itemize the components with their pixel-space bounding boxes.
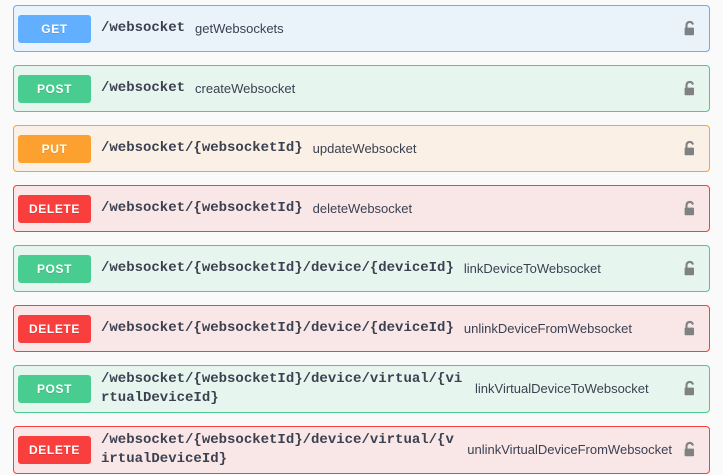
- authorization-button[interactable]: [680, 379, 700, 399]
- operation-description: getWebsockets: [195, 20, 284, 36]
- operation-summary[interactable]: POST /websocket createWebsocket: [14, 66, 709, 111]
- operation-path: /websocket/{websocketId}/device/virtual/…: [101, 371, 463, 406]
- operation-summary[interactable]: DELETE /websocket/{websocketId}/device/{…: [14, 306, 709, 351]
- http-method-badge: DELETE: [18, 314, 91, 343]
- unlocked-padlock-icon: [680, 79, 700, 99]
- operation-description: unlinkVirtualDeviceFromWebsocket: [467, 441, 672, 457]
- operation-description: linkDeviceToWebsocket: [463, 260, 601, 276]
- http-method-badge: GET: [18, 14, 91, 43]
- operation-summary[interactable]: DELETE /websocket/{websocketId} deleteWe…: [14, 186, 709, 231]
- unlocked-padlock-icon: [680, 319, 700, 339]
- operation-path: /websocket/{websocketId}: [101, 140, 303, 157]
- operation-description: unlinkDeviceFromWebsocket: [463, 320, 632, 336]
- operation-path: /websocket/{websocketId}/device/{deviceI…: [101, 260, 454, 277]
- operation-path: /websocket/{websocketId}/device/virtual/…: [101, 431, 454, 467]
- operation-description: linkVirtualDeviceToWebsocket: [475, 381, 649, 397]
- operation-block-post-1[interactable]: POST /websocket createWebsocket: [13, 65, 710, 112]
- operation-block-delete-5[interactable]: DELETE /websocket/{websocketId}/device/{…: [13, 305, 710, 352]
- http-method-badge: POST: [18, 74, 91, 103]
- operation-block-post-4[interactable]: POST /websocket/{websocketId}/device/{de…: [13, 245, 710, 292]
- operation-path: /websocket/{websocketId}/device/{deviceI…: [101, 320, 454, 337]
- authorization-button[interactable]: [680, 139, 700, 159]
- http-method-badge: DELETE: [18, 194, 91, 223]
- http-method-badge: DELETE: [18, 435, 91, 464]
- operation-summary[interactable]: POST /websocket/{websocketId}/device/vir…: [14, 366, 709, 412]
- unlocked-padlock-icon: [680, 379, 700, 399]
- http-method-badge: POST: [18, 374, 91, 403]
- operation-block-get-0[interactable]: GET /websocket getWebsockets: [13, 5, 710, 52]
- operation-block-delete-3[interactable]: DELETE /websocket/{websocketId} deleteWe…: [13, 185, 710, 232]
- operation-path: /websocket: [101, 20, 186, 37]
- unlocked-padlock-icon: [680, 440, 700, 460]
- authorization-button[interactable]: [680, 319, 700, 339]
- authorization-button[interactable]: [680, 440, 700, 460]
- operation-summary[interactable]: DELETE /websocket/{websocketId}/device/v…: [14, 427, 709, 473]
- unlocked-padlock-icon: [680, 199, 700, 219]
- http-method-badge: POST: [18, 254, 91, 283]
- http-method-badge: PUT: [18, 134, 91, 163]
- operation-description: deleteWebsocket: [312, 200, 413, 216]
- operation-block-delete-7[interactable]: DELETE /websocket/{websocketId}/device/v…: [13, 425, 710, 474]
- operation-summary[interactable]: POST /websocket/{websocketId}/device/{de…: [14, 246, 709, 291]
- unlocked-padlock-icon: [680, 19, 700, 39]
- operation-block-put-2[interactable]: PUT /websocket/{websocketId} updateWebso…: [13, 125, 710, 172]
- authorization-button[interactable]: [680, 259, 700, 279]
- operation-summary[interactable]: PUT /websocket/{websocketId} updateWebso…: [14, 126, 709, 171]
- authorization-button[interactable]: [680, 79, 700, 99]
- authorization-button[interactable]: [680, 199, 700, 219]
- operation-path: /websocket/{websocketId}: [101, 200, 303, 217]
- operation-block-post-6[interactable]: POST /websocket/{websocketId}/device/vir…: [13, 365, 710, 413]
- operation-description: createWebsocket: [195, 80, 296, 96]
- operation-path: /websocket: [101, 80, 186, 97]
- authorization-button[interactable]: [680, 19, 700, 39]
- operation-description: updateWebsocket: [312, 140, 417, 156]
- unlocked-padlock-icon: [680, 259, 700, 279]
- operation-summary[interactable]: GET /websocket getWebsockets: [14, 6, 709, 51]
- unlocked-padlock-icon: [680, 139, 700, 159]
